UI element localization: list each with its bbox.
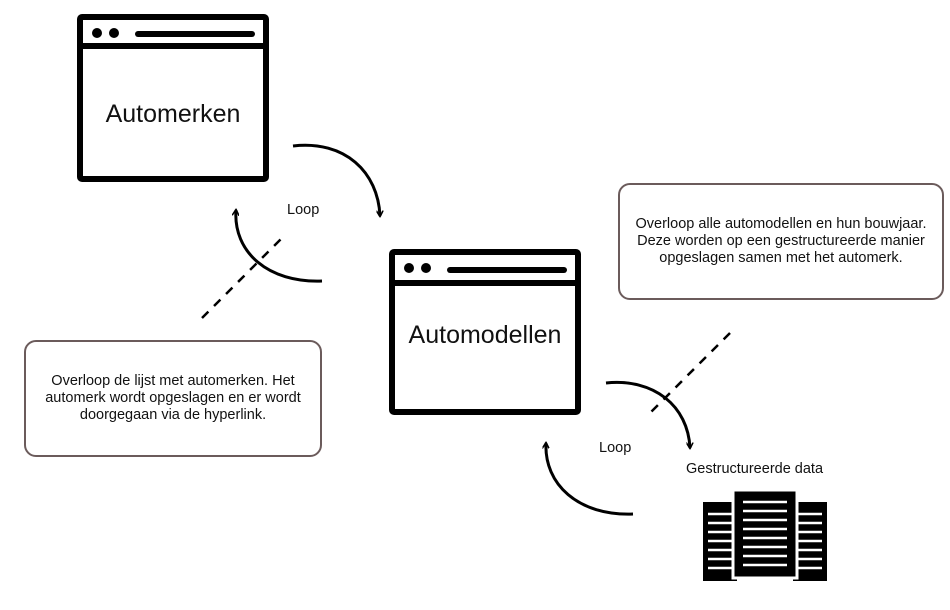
arrow-to-models <box>292 143 380 216</box>
window-dot-icon <box>92 28 102 38</box>
loop-label-bottom: Loop <box>599 440 632 456</box>
window-dot-icon <box>404 263 414 273</box>
output-label: Gestructureerde data <box>686 461 824 477</box>
window-dot-icon <box>421 263 431 273</box>
browser-window-models <box>389 249 581 415</box>
connector-right-note <box>645 332 731 418</box>
window-title-brands: Automerken <box>105 100 241 128</box>
note-left: Overloop de lijst met automerken. Het au… <box>24 340 322 457</box>
arrow-back-to-models <box>546 443 634 516</box>
arrow-to-data <box>605 380 690 448</box>
note-right: Overloop alle automodellen en hun bouwja… <box>618 183 944 300</box>
window-dot-icon <box>109 28 119 38</box>
loop-label-top: Loop <box>287 202 320 218</box>
browser-window-brands <box>77 14 269 182</box>
documents-icon <box>703 488 827 581</box>
arrow-back-to-brands <box>236 210 323 283</box>
connector-left-note <box>201 233 287 319</box>
window-title-models: Automodellen <box>408 321 562 349</box>
